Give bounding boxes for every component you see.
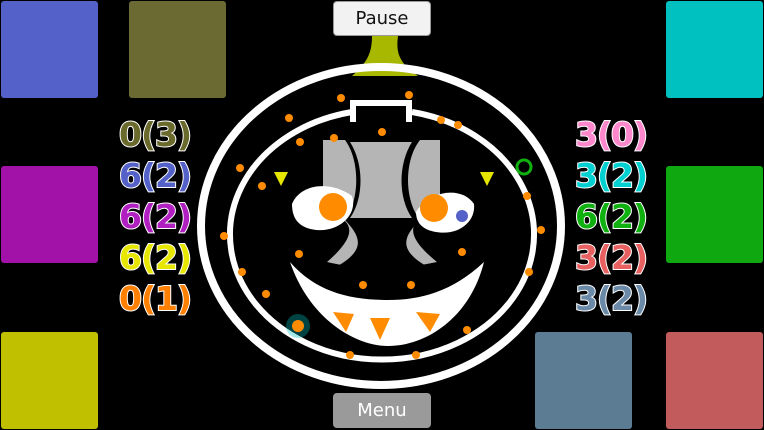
scores-right: 3(0) 3(2) 6(2) 3(2) 3(2) [574,114,649,319]
marker-left [274,172,288,186]
inner-gate [350,100,412,106]
score-red: 3(2) [574,237,649,278]
pumpkin-dot [437,116,445,124]
pumpkin-dot [458,248,466,256]
score-orange: 0(1) [118,278,193,319]
player-pad-red[interactable] [666,332,763,429]
score-yellow: 6(2) [118,237,193,278]
score-pink: 3(0) [574,114,649,155]
score-blue: 6(2) [118,155,193,196]
pumpkin-dot [407,281,415,289]
pumpkin-dot [330,134,338,142]
pumpkin-dot [463,326,471,334]
pumpkin-dot [296,138,304,146]
pumpkin-dot [412,351,420,359]
menu-button[interactable]: Menu [333,393,431,428]
marker-right [480,172,494,186]
pumpkin-dots [220,91,545,359]
pumpkin-dot [262,290,270,298]
pumpkin-dot [295,250,303,258]
player-pad-yellow[interactable] [1,332,98,429]
player-pad-purple[interactable] [1,166,98,263]
score-green: 6(2) [574,196,649,237]
pumpkin-outer-ring [197,63,565,389]
player-pad-blue[interactable] [1,1,98,98]
scores-left: 0(3) 6(2) 6(2) 6(2) 0(1) [118,114,193,319]
pumpkin-mouth [290,262,484,346]
pumpkin-inner-ring [227,109,537,363]
pumpkin-dot [523,192,531,200]
pumpkin-dot [537,226,545,234]
pumpkin-dot [525,268,533,276]
pumpkin-dot [220,232,228,240]
player-pad-cyan[interactable] [666,1,763,98]
player-pad-green[interactable] [666,166,763,263]
pause-button[interactable]: Pause [333,1,431,36]
pumpkin-dot [258,182,266,190]
pumpkin-dot [337,94,345,102]
pumpkin-dot [405,91,413,99]
score-purple: 6(2) [118,196,193,237]
pumpkin-dot [359,281,367,289]
pumpkin-dot [454,121,462,129]
pumpkin-dot [378,128,386,136]
score-steel: 3(2) [574,278,649,319]
player-pad-steel[interactable] [535,332,632,429]
pumpkin-dot [238,268,246,276]
score-cyan: 3(2) [574,155,649,196]
pumpkin-dot [346,351,354,359]
player-pad-olive[interactable] [129,1,226,98]
goal-ring [515,158,533,176]
score-olive: 0(3) [118,114,193,155]
pumpkin-dot [285,114,293,122]
pumpkin-dot [236,164,244,172]
